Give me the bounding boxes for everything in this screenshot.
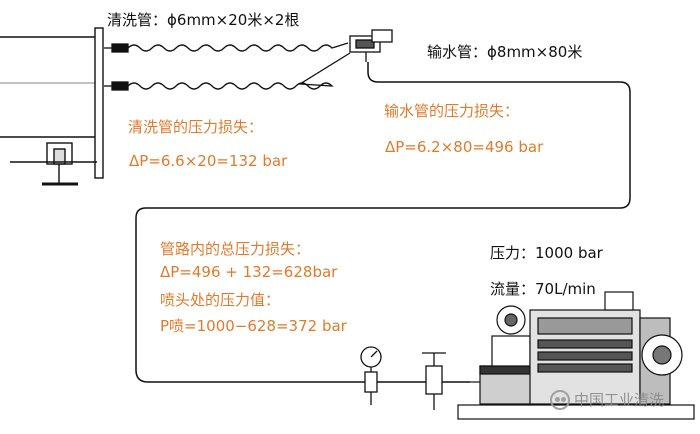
control-valve	[422, 352, 446, 410]
cleaning-loss-title: 清洗管的压力损失：	[128, 118, 264, 136]
pressure-gauge	[360, 346, 382, 405]
support-stand	[10, 142, 97, 186]
wechat-icon	[550, 389, 570, 410]
delivery-hose	[135, 62, 631, 383]
delivery-hose-spec-label: 输水管：ϕ8mm×80米	[427, 43, 583, 61]
watermark: 中国工业清洗	[550, 389, 664, 410]
pump-pressure-label: 压力：1000 bar	[490, 244, 603, 262]
nozzle-pressure-formula: P喷=1000−628=372 bar	[160, 317, 347, 335]
total-loss-formula: ΔP=496 + 132=628bar	[160, 263, 338, 281]
delivery-loss-title: 输水管的压力损失：	[384, 102, 520, 120]
delivery-loss-formula: ΔP=6.2×80=496 bar	[385, 138, 544, 156]
pump-flow-label: 流量：70L/min	[490, 280, 596, 298]
vessel-drawing	[0, 27, 104, 179]
cleaning-hose-lower	[127, 52, 351, 90]
watermark-text: 中国工业清洗	[574, 391, 665, 409]
total-loss-title: 管路内的总压力损失：	[160, 240, 311, 258]
cleaning-hoses	[104, 42, 351, 91]
hose-manifold	[349, 29, 393, 62]
high-pressure-pump-unit	[457, 291, 695, 420]
cleaning-hose-spec-label: 清洗管：ϕ6mm×20米×2根	[107, 11, 300, 29]
nozzle-pressure-title: 喷头处的压力值：	[160, 291, 281, 309]
cleaning-loss-formula: ΔP=6.6×20=132 bar	[129, 152, 288, 170]
cleaning-hose-upper	[127, 42, 349, 52]
